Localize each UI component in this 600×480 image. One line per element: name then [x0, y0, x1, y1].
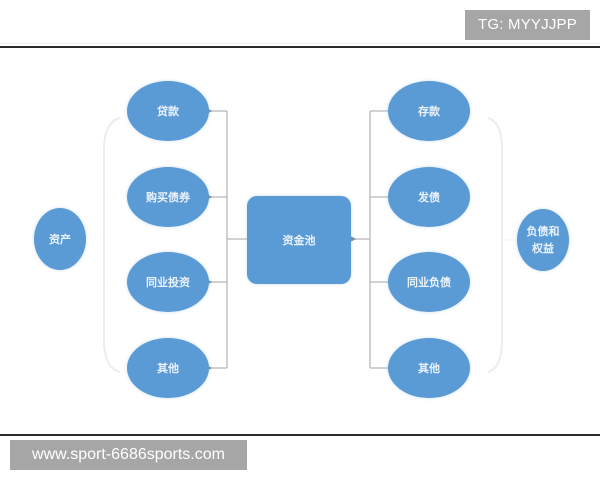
- asset-node-loans[interactable]: 贷款: [127, 81, 209, 141]
- asset-node-label: 同业投资: [146, 276, 190, 289]
- fund-pool-label: 资金池: [282, 234, 316, 247]
- liability-node-interbank-liabilities[interactable]: 同业负债: [388, 252, 470, 312]
- asset-node-bonds[interactable]: 购买债券: [127, 167, 209, 227]
- footer-divider: [0, 434, 600, 436]
- liability-node-label: 其他: [418, 362, 440, 375]
- asset-node-label: 其他: [157, 362, 179, 375]
- asset-node-other[interactable]: 其他: [127, 338, 209, 398]
- liability-node-label: 存款: [418, 105, 440, 118]
- fund-pool-node[interactable]: 资金池: [247, 196, 351, 284]
- watermark-bottom-label: www.sport-6686sports.com: [10, 440, 247, 470]
- asset-node-interbank-investment[interactable]: 同业投资: [127, 252, 209, 312]
- header-divider: [0, 46, 600, 48]
- liabilities-equity-root-node[interactable]: 负债和 权益: [517, 209, 569, 271]
- asset-node-label: 购买债券: [146, 191, 190, 204]
- liability-node-other[interactable]: 其他: [388, 338, 470, 398]
- left-brace: [103, 117, 121, 373]
- liabilities-equity-root-label: 负债和 权益: [526, 225, 560, 255]
- liability-node-label: 同业负债: [407, 276, 451, 289]
- assets-root-node[interactable]: 资产: [34, 208, 86, 270]
- right-brace: [487, 117, 503, 373]
- assets-root-label: 资产: [49, 233, 71, 246]
- watermark-top-label: TG: MYYJJPP: [465, 10, 590, 40]
- liability-node-deposits[interactable]: 存款: [388, 81, 470, 141]
- liability-node-label: 发债: [418, 191, 440, 204]
- asset-node-label: 贷款: [157, 105, 179, 118]
- liability-node-bond-issuance[interactable]: 发债: [388, 167, 470, 227]
- header-faint-divider: [0, 43, 600, 44]
